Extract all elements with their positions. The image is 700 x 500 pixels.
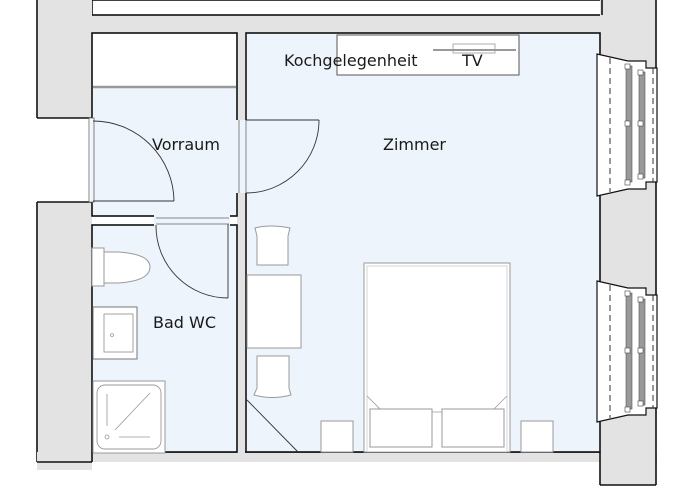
dining-table [246,274,302,349]
chair-bottom [253,355,292,398]
toilet [91,247,151,287]
kitchenette [336,34,520,76]
window-bottom [596,280,658,423]
rooms [91,32,601,453]
room-label-bad-wc: Bad WC [153,313,217,332]
zimmer-door [236,119,320,194]
tv-icon [433,43,516,54]
washbasin [92,306,138,360]
entry-corner-line [246,399,299,453]
bathroom-door [154,215,230,299]
nightstand-right [520,420,554,453]
tv-label: TV [462,51,483,70]
room-label-vorraum: Vorraum [152,135,220,154]
window-top [596,53,658,197]
entrance-door [88,117,175,203]
nightstand-left [320,420,354,453]
kitchenette-label: Kochgelegenheit [284,51,418,70]
wardrobe [93,34,236,87]
shower [92,380,166,454]
chair-top [254,225,291,266]
room-label-zimmer: Zimmer [383,135,446,154]
double-bed [363,262,511,453]
